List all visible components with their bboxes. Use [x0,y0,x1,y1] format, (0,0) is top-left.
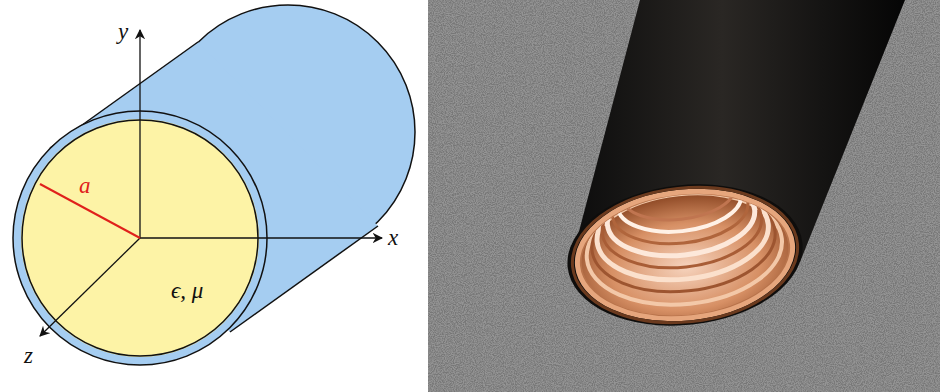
axis-label: x [388,226,398,249]
axis-label: z [24,344,33,367]
axis-label: y [118,20,128,43]
material-label: ϵ, μ [171,279,203,302]
disk-outline [21,119,259,357]
radius-label: a [79,174,91,197]
dielectric-disk: ϵ, μ [21,119,259,357]
